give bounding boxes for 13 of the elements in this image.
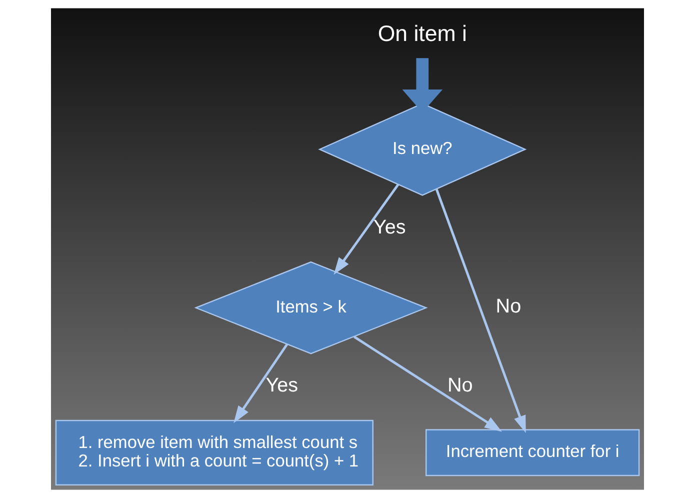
edge-label: No xyxy=(448,374,473,397)
edge-label: No xyxy=(496,296,522,318)
node-text: On item i xyxy=(378,20,467,46)
arrow xyxy=(334,184,400,275)
arrow xyxy=(354,336,502,432)
node-box: 1. remove item with smallest count s 2. Insert i with a count = count(s) + 1 xyxy=(55,420,374,486)
arrow xyxy=(435,188,526,434)
node-box: Increment counter for i xyxy=(426,429,640,476)
node-diamond: Items > k xyxy=(194,261,428,354)
node-diamond: Is new? xyxy=(318,102,527,196)
arrow xyxy=(234,344,288,424)
edge-label: Yes xyxy=(266,374,298,397)
edge-label: Yes xyxy=(373,216,406,238)
